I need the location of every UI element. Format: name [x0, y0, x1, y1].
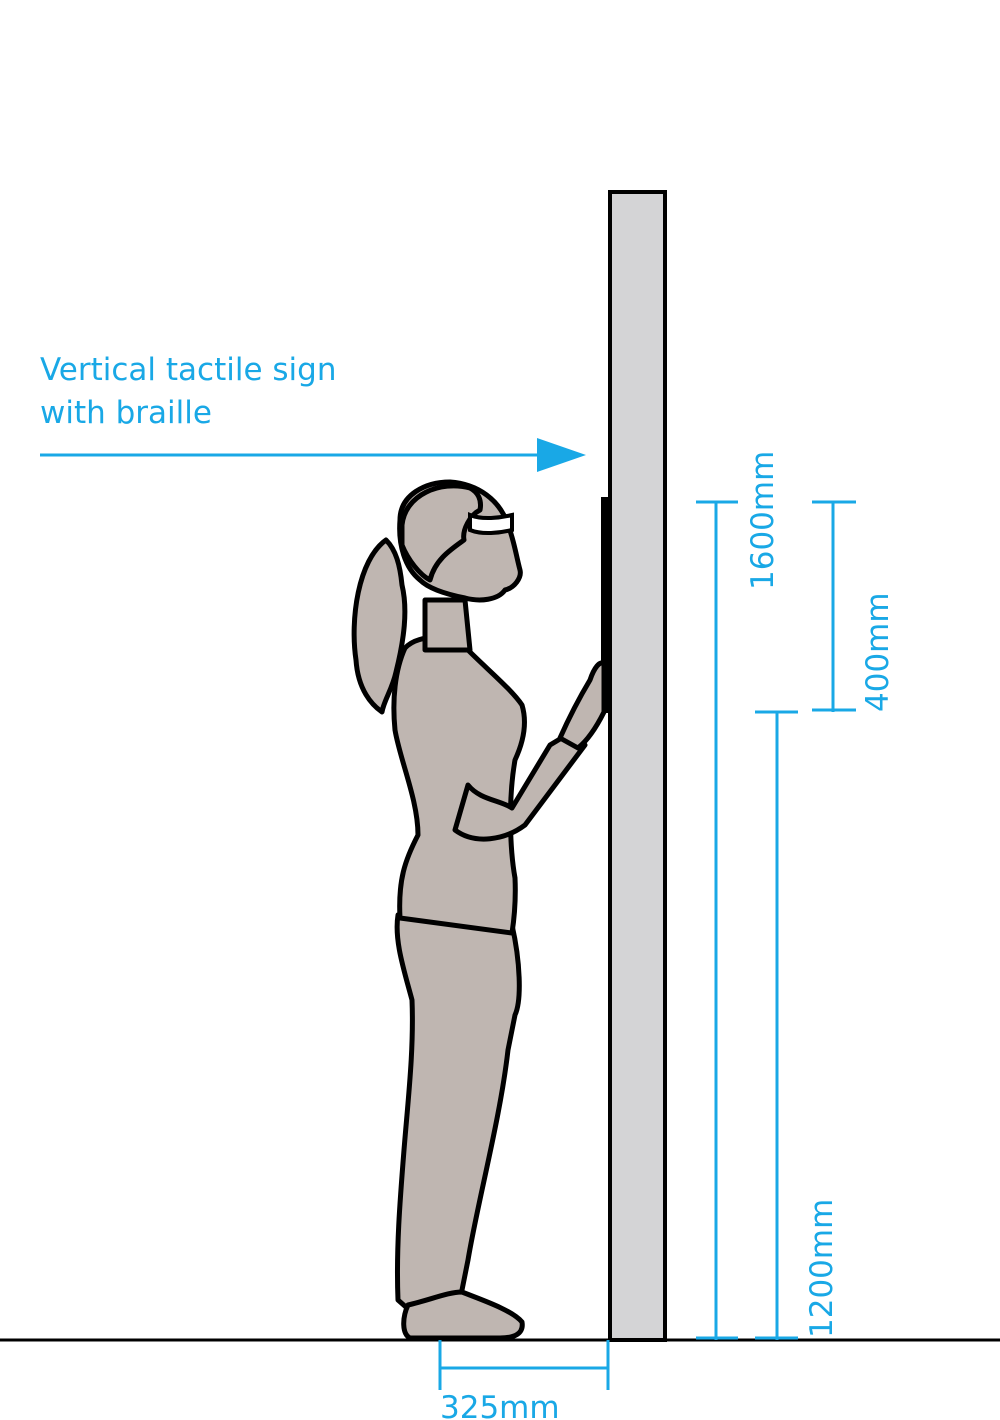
blindfold	[468, 512, 514, 535]
tactile-sign	[601, 497, 609, 713]
neck	[422, 597, 473, 653]
person-figure	[351, 479, 607, 1341]
callout-label-line2: with braille	[40, 395, 212, 431]
torso	[391, 635, 527, 936]
dimension-1600-label: 1600mm	[745, 451, 781, 590]
callout-arrow	[40, 438, 586, 472]
dimension-1200	[755, 710, 798, 1340]
ponytail	[351, 537, 408, 715]
dimension-400-label: 400mm	[860, 592, 896, 712]
shoe	[401, 1289, 525, 1341]
dimension-325-label: 325mm	[440, 1390, 560, 1420]
wall	[608, 190, 667, 1342]
dimension-400	[812, 500, 856, 712]
dimension-325	[438, 1340, 610, 1390]
arm	[452, 727, 588, 842]
trousers	[394, 912, 522, 1318]
callout-label-line1: Vertical tactile sign	[40, 352, 336, 388]
hand	[557, 660, 607, 751]
dimension-1200-label: 1200mm	[804, 1199, 840, 1338]
dimension-1600	[696, 500, 738, 1340]
